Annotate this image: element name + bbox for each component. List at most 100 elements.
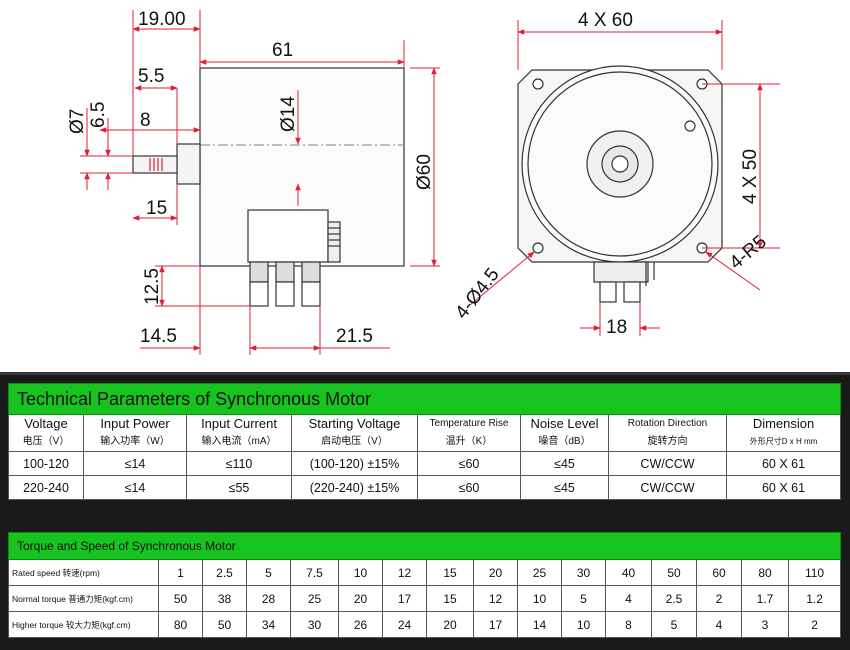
boss-outline bbox=[176, 143, 201, 185]
dim-4-d4-5: 4-Ø4.5 bbox=[451, 264, 503, 323]
table-cell: 14 bbox=[517, 611, 562, 638]
dim-d7: Ø7 bbox=[67, 109, 88, 134]
table-cell: 1.2 bbox=[787, 585, 842, 612]
terminal-pin bbox=[249, 261, 269, 283]
table-cell: 8 bbox=[605, 611, 652, 638]
table-cell: ≤60 bbox=[417, 451, 521, 476]
dim-4x50: 4 X 50 bbox=[740, 149, 761, 204]
table-cell: 20 bbox=[473, 559, 518, 586]
table-cell: 1.7 bbox=[741, 585, 789, 612]
dim-4-r5: 4-R5 bbox=[726, 231, 771, 274]
table-cell: 30 bbox=[561, 559, 606, 586]
tech-header-cn: 旋转方向 bbox=[608, 433, 727, 452]
table-cell: 60 X 61 bbox=[725, 451, 842, 476]
table-cell: 20 bbox=[426, 611, 474, 638]
tech-header-row-cn: 电压（V）输入功率（W）输入电流（mA）启动电压（V）温升（K）噪音（dB）旋转… bbox=[8, 433, 842, 452]
terminal-pin bbox=[275, 281, 295, 307]
table-cell: 3 bbox=[741, 611, 789, 638]
dim-4x60: 4 X 60 bbox=[578, 10, 633, 31]
table-cell: 60 bbox=[696, 559, 742, 586]
dim-5-5: 5.5 bbox=[138, 66, 164, 87]
table-cell: 80 bbox=[741, 559, 789, 586]
table-cell: 10 bbox=[561, 611, 606, 638]
table-cell: (100-120) ±15% bbox=[291, 451, 418, 476]
tech-header-en: Input Current bbox=[186, 414, 292, 433]
side-dimensions bbox=[80, 10, 440, 355]
table-cell: 25 bbox=[290, 585, 339, 612]
table-cell: 50 bbox=[202, 611, 247, 638]
front-terminal-box bbox=[593, 261, 649, 283]
table-cell: ≤45 bbox=[520, 451, 609, 476]
table-cell: 10 bbox=[517, 585, 562, 612]
table-cell: 1 bbox=[158, 559, 203, 586]
terminal-pin bbox=[249, 281, 269, 307]
shaft-outline bbox=[132, 155, 178, 174]
table-cell: 10 bbox=[338, 559, 383, 586]
table-cell: 2.5 bbox=[202, 559, 247, 586]
spec-tables: Technical Parameters of Synchronous Moto… bbox=[0, 375, 850, 650]
front-dimensions bbox=[469, 20, 780, 336]
table-cell: 20 bbox=[338, 585, 383, 612]
terminal-pin bbox=[275, 261, 295, 283]
dim-18: 18 bbox=[606, 317, 627, 338]
dim-61: 61 bbox=[272, 40, 293, 61]
technical-drawing: 19.00 61 5.5 Ø7 6.5 8 Ø14 Ø60 15 12.5 14… bbox=[67, 9, 780, 355]
terminal-pin bbox=[301, 281, 321, 307]
table-cell: 25 bbox=[517, 559, 562, 586]
torque-speed-table: Torque and Speed of Synchronous Motor Ra… bbox=[7, 532, 842, 638]
tech-header-cn: 输入功率（W） bbox=[83, 433, 187, 452]
tech-table-title: Technical Parameters of Synchronous Moto… bbox=[7, 383, 842, 415]
table-cell: ≤55 bbox=[186, 475, 292, 500]
table-cell: ≤14 bbox=[83, 475, 187, 500]
table-cell: 17 bbox=[473, 611, 518, 638]
row-label: Rated speed 转速(rpm) bbox=[8, 559, 159, 586]
table-cell: ≤60 bbox=[417, 475, 521, 500]
table-cell: 2 bbox=[696, 585, 742, 612]
front-view bbox=[517, 65, 723, 303]
side-view bbox=[132, 67, 405, 307]
table-cell: CW/CCW bbox=[608, 451, 727, 476]
dim-15: 15 bbox=[146, 198, 167, 219]
table-cell: 50 bbox=[651, 559, 697, 586]
torque-table-title: Torque and Speed of Synchronous Motor bbox=[7, 532, 842, 560]
tech-header-cn: 温升（K） bbox=[417, 433, 521, 452]
table-cell: 5 bbox=[561, 585, 606, 612]
dim-8: 8 bbox=[140, 110, 151, 131]
dim-d60: Ø60 bbox=[414, 154, 435, 190]
separator bbox=[0, 372, 850, 375]
dim-19: 19.00 bbox=[138, 9, 186, 30]
dim-d14: Ø14 bbox=[278, 96, 299, 132]
table-cell: 24 bbox=[382, 611, 427, 638]
table-cell: 60 X 61 bbox=[725, 475, 842, 500]
table-cell: 2 bbox=[787, 611, 842, 638]
table-cell: 5 bbox=[651, 611, 697, 638]
table-cell: 15 bbox=[426, 585, 474, 612]
terminal-box bbox=[247, 209, 329, 263]
tech-header-cn: 启动电压（V） bbox=[291, 433, 418, 452]
table-cell: 40 bbox=[605, 559, 652, 586]
tech-header-en: Voltage bbox=[8, 414, 84, 433]
table-cell: 110 bbox=[787, 559, 842, 586]
table-cell: 5 bbox=[246, 559, 291, 586]
table-cell: 220-240 bbox=[8, 475, 84, 500]
tech-header-cn: 噪音（dB） bbox=[520, 433, 609, 452]
tech-header-en: Starting Voltage bbox=[291, 414, 418, 433]
table-cell: CW/CCW bbox=[608, 475, 727, 500]
table-cell: 7.5 bbox=[290, 559, 339, 586]
tech-header-en: Input Power bbox=[83, 414, 187, 433]
technical-parameters-table: Technical Parameters of Synchronous Moto… bbox=[7, 383, 842, 500]
tech-header-cn: 外形尺寸D x H mm bbox=[725, 433, 842, 452]
table-cell: 4 bbox=[605, 585, 652, 612]
table-cell: 80 bbox=[158, 611, 203, 638]
table-cell: 12 bbox=[382, 559, 427, 586]
drawing-svg: 19.00 61 5.5 Ø7 6.5 8 Ø14 Ø60 15 12.5 14… bbox=[67, 9, 780, 355]
table-cell: 2.5 bbox=[651, 585, 697, 612]
tech-header-en: Temperature Rise bbox=[417, 414, 521, 433]
mount-hole bbox=[532, 78, 544, 90]
